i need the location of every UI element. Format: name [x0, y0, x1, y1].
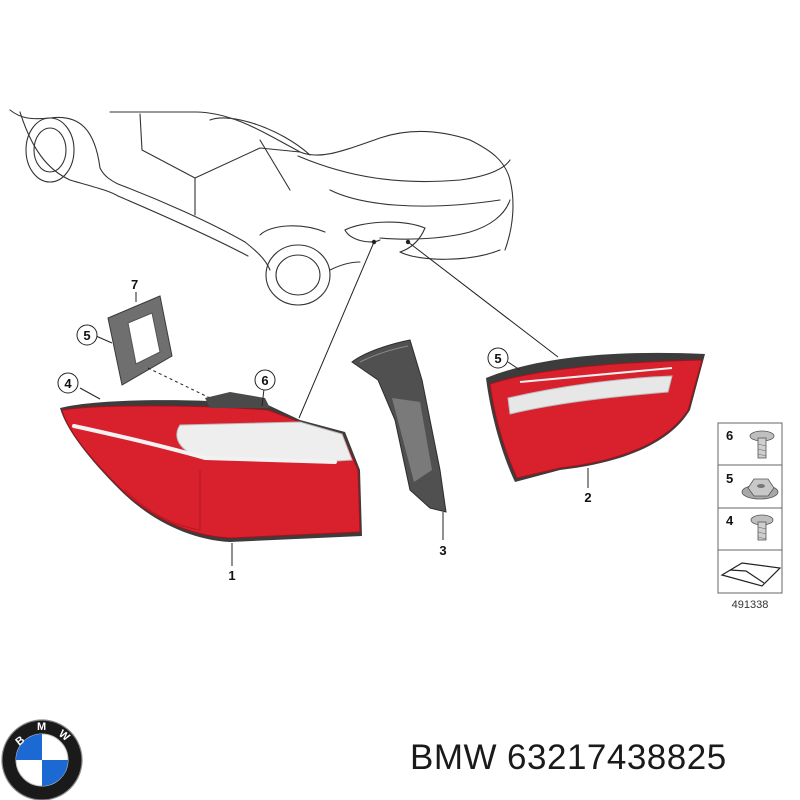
seal-part-3 — [351, 339, 447, 513]
bolt-icon — [749, 430, 775, 459]
callout-5-left: 5 — [76, 324, 98, 346]
attach-point-right — [405, 239, 411, 245]
legend-row-screw: 4 — [726, 513, 774, 541]
legend-row-nut: 5 — [726, 471, 779, 500]
callout-2: 2 — [584, 490, 591, 505]
callout-3: 3 — [439, 543, 446, 558]
callout-5-right: 5 — [487, 347, 509, 369]
tail-lamp-inner-part-2 — [486, 352, 705, 482]
brand-name: BMW — [410, 738, 498, 777]
svg-text:6: 6 — [726, 428, 733, 443]
svg-text:5: 5 — [83, 328, 90, 343]
part-number: 63217438825 — [507, 738, 727, 777]
diagram-id: 491338 — [732, 599, 769, 611]
svg-text:2: 2 — [584, 490, 591, 505]
nut-icon — [741, 478, 779, 500]
callout-7: 7 — [131, 277, 138, 292]
svg-text:M: M — [37, 721, 46, 733]
bmw-logo: B M W — [1, 719, 83, 800]
svg-text:4: 4 — [726, 513, 734, 528]
car-outline — [9, 109, 514, 306]
svg-text:1: 1 — [228, 568, 235, 583]
svg-text:7: 7 — [131, 277, 138, 292]
svg-text:5: 5 — [726, 471, 733, 486]
callout-1: 1 — [228, 568, 235, 583]
callout-lines — [79, 335, 589, 566]
svg-text:6: 6 — [261, 373, 268, 388]
screw-icon — [750, 514, 774, 541]
gasket-part-7 — [107, 295, 173, 386]
leader-lines — [298, 241, 559, 419]
tail-lamp-outer-part-1 — [60, 392, 362, 542]
callout-6: 6 — [254, 369, 276, 391]
mat-icon — [720, 562, 782, 587]
svg-text:4: 4 — [64, 376, 72, 391]
callout-4: 4 — [57, 372, 79, 394]
svg-text:3: 3 — [439, 543, 446, 558]
legend-row-bolt: 6 — [726, 428, 775, 459]
dashed-leader-7 — [147, 367, 211, 399]
svg-text:5: 5 — [494, 351, 501, 366]
fastener-legend: 6 5 4 — [717, 422, 783, 594]
attach-point-left — [371, 239, 377, 245]
